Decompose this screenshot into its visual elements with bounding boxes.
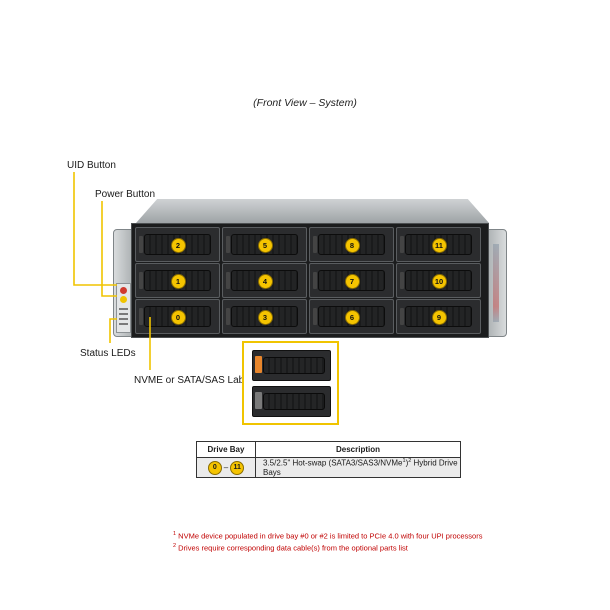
tray-latch <box>226 236 230 253</box>
drive-bay-number: 4 <box>257 273 273 289</box>
drive-bay-number: 9 <box>431 309 447 325</box>
control-panel <box>116 283 131 333</box>
status-leds-label: Status LEDs <box>80 348 136 359</box>
chassis-top-cover <box>136 199 489 223</box>
drive-bay[interactable]: 7 <box>309 263 394 298</box>
tray-latch <box>313 272 317 289</box>
power-leader-line <box>101 201 117 297</box>
status-led <box>119 318 128 320</box>
tray-latch <box>400 272 404 289</box>
tray-latch <box>313 308 317 325</box>
drive-bay[interactable]: 8 <box>309 227 394 262</box>
drive-label-detail <box>242 341 339 425</box>
bay-range-dash: – <box>223 463 229 472</box>
drive-bay[interactable]: 4 <box>222 263 307 298</box>
drive-bay[interactable]: 9 <box>396 299 481 334</box>
drive-bay-number: 2 <box>170 237 186 253</box>
drive-bay-number: 6 <box>344 309 360 325</box>
table-header-description: Description <box>255 441 461 458</box>
footnote-text: Drives require corresponding data cable(… <box>176 543 408 553</box>
drive-bay-number: 10 <box>431 273 447 289</box>
drive-bay-table: Drive Bay Description 0–11 3.5/2.5" Hot-… <box>196 441 461 478</box>
bay-end-badge: 11 <box>230 460 245 475</box>
tray-latch <box>226 308 230 325</box>
footnote-ref-1: 1 <box>402 458 406 465</box>
footnote-ref-2: 2 <box>408 458 412 465</box>
table-header-drive-bay: Drive Bay <box>196 441 256 458</box>
drive-bay-number: 3 <box>257 309 273 325</box>
drive-bay-number: 11 <box>431 237 447 253</box>
drive-bay[interactable]: 11 <box>396 227 481 262</box>
drive-bay-number: 5 <box>257 237 273 253</box>
tray-latch <box>139 272 143 289</box>
status-led <box>119 323 128 325</box>
drive-bay-number: 0 <box>170 309 186 325</box>
footnote-mark: 1 <box>173 531 177 537</box>
footnote-mark: 2 <box>173 543 177 549</box>
drive-bay[interactable]: 1 <box>135 263 220 298</box>
drive-bay-number: 1 <box>170 273 186 289</box>
status-led <box>119 313 128 315</box>
drive-bay[interactable]: 10 <box>396 263 481 298</box>
drive-bay-number: 7 <box>344 273 360 289</box>
drive-bay[interactable]: 3 <box>222 299 307 334</box>
drive-bay[interactable]: 6 <box>309 299 394 334</box>
nvme-drive-tray <box>252 350 331 381</box>
status-led <box>119 308 128 310</box>
drive-bay[interactable]: 5 <box>222 227 307 262</box>
tray-handle <box>263 393 325 410</box>
tray-latch <box>400 308 404 325</box>
description-cell: 3.5/2.5" Hot-swap (SATA3/SAS3/NVMe1)2 Hy… <box>255 457 461 478</box>
power-button-label: Power Button <box>95 189 156 200</box>
uid-leader-line <box>73 172 117 286</box>
footnote-1: 1 NVMe device populated in drive bay #0 … <box>173 531 482 541</box>
tray-latch <box>139 236 143 253</box>
sata-sas-drive-tray <box>252 386 331 417</box>
drive-label-label: NVME or SATA/SAS Label <box>134 375 253 386</box>
tray-latch <box>226 272 230 289</box>
sata-sas-label-tag <box>255 392 262 409</box>
nvme-label-tag <box>255 356 262 373</box>
drive-bay[interactable]: 0 <box>135 299 220 334</box>
uid-button-label: UID Button <box>67 160 116 171</box>
description-text: Hybrid Drive Bays <box>263 458 458 477</box>
brand-logo-strip <box>493 244 499 322</box>
description-text: 3.5/2.5" Hot-swap (SATA3/SAS3/NVMe <box>263 458 403 468</box>
drive-bay-number: 8 <box>344 237 360 253</box>
tray-latch <box>139 308 143 325</box>
drive-bay[interactable]: 2 <box>135 227 220 262</box>
tray-handle <box>263 357 325 374</box>
drive-bay-range-cell: 0–11 <box>196 457 256 478</box>
table-row: 0–11 3.5/2.5" Hot-swap (SATA3/SAS3/NVMe1… <box>196 457 461 478</box>
tray-latch <box>313 236 317 253</box>
footnote-2: 2 Drives require corresponding data cabl… <box>173 543 408 553</box>
status-leds-leader-line <box>109 318 117 343</box>
power-button[interactable] <box>120 296 127 303</box>
footnote-text: NVMe device populated in drive bay #0 or… <box>176 531 483 541</box>
bay-start-badge: 0 <box>207 460 222 475</box>
tray-latch <box>400 236 404 253</box>
description-text: ) <box>405 458 409 468</box>
figure-caption: (Front View – System) <box>253 97 357 109</box>
uid-button[interactable] <box>120 287 127 294</box>
